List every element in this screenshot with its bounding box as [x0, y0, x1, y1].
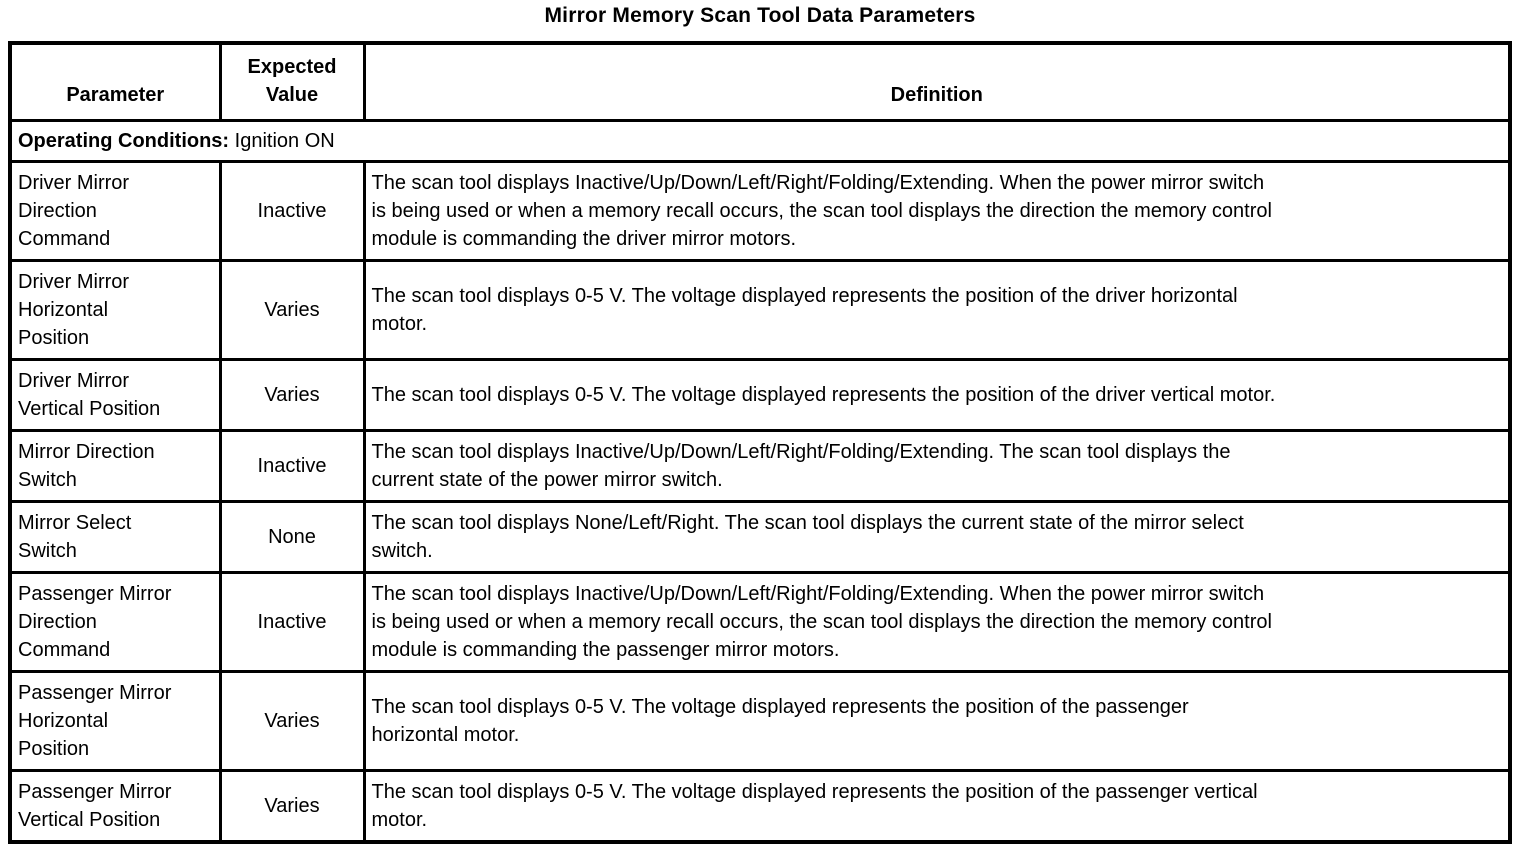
operating-conditions-value: Ignition ON [234, 130, 335, 152]
parameter-cell: Driver Mirror Vertical Position [8, 358, 222, 432]
operating-conditions-cell: Operating Conditions: Ignition ON [8, 119, 1512, 163]
definition-cell: The scan tool displays 0-5 V. The voltag… [362, 358, 1512, 432]
expected-value-cell: Inactive [218, 160, 366, 262]
parameter-cell: Driver Mirror Horizontal Position [8, 259, 222, 361]
header-definition: Definition [362, 41, 1512, 122]
table-row: Passenger Mirror Vertical Position Varie… [8, 769, 1512, 844]
parameter-cell: Passenger Mirror Direction Command [8, 571, 222, 673]
table-row: Passenger Mirror Direction Command Inact… [8, 571, 1512, 673]
definition-cell: The scan tool displays 0-5 V. The voltag… [362, 670, 1512, 772]
expected-value-cell: Inactive [218, 429, 366, 503]
expected-value-cell: Inactive [218, 571, 366, 673]
table-row: Mirror Select Switch None The scan tool … [8, 500, 1512, 574]
definition-cell: The scan tool displays Inactive/Up/Down/… [362, 571, 1512, 673]
parameter-cell: Driver Mirror Direction Command [8, 160, 222, 262]
parameter-cell: Passenger Mirror Horizontal Position [8, 670, 222, 772]
expected-value-cell: Varies [218, 769, 366, 844]
definition-cell: The scan tool displays Inactive/Up/Down/… [362, 160, 1512, 262]
table-row: Driver Mirror Vertical Position Varies T… [8, 358, 1512, 432]
page-title: Mirror Memory Scan Tool Data Parameters [544, 4, 976, 27]
expected-value-cell: Varies [218, 259, 366, 361]
table-row: Passenger Mirror Horizontal Position Var… [8, 670, 1512, 772]
definition-cell: The scan tool displays 0-5 V. The voltag… [362, 769, 1512, 844]
definition-cell: The scan tool displays None/Left/Right. … [362, 500, 1512, 574]
header-parameter: Parameter [8, 41, 222, 122]
definition-cell: The scan tool displays 0-5 V. The voltag… [362, 259, 1512, 361]
definition-cell: The scan tool displays Inactive/Up/Down/… [362, 429, 1512, 503]
header-row: Parameter Expected Value Definition [8, 41, 1512, 122]
table-row: Driver Mirror Direction Command Inactive… [8, 160, 1512, 262]
table-row: Driver Mirror Horizontal Position Varies… [8, 259, 1512, 361]
expected-value-cell: Varies [218, 670, 366, 772]
operating-conditions-label: Operating Conditions: [18, 130, 230, 152]
operating-conditions-row: Operating Conditions: Ignition ON [8, 119, 1512, 163]
table-row: Mirror Direction Switch Inactive The sca… [8, 429, 1512, 503]
expected-value-cell: None [218, 500, 366, 574]
parameters-table: Parameter Expected Value Definition Oper… [8, 41, 1512, 844]
header-expected-value: Expected Value [218, 41, 366, 122]
parameter-cell: Mirror Select Switch [8, 500, 222, 574]
parameter-cell: Mirror Direction Switch [8, 429, 222, 503]
parameter-cell: Passenger Mirror Vertical Position [8, 769, 222, 844]
expected-value-cell: Varies [218, 358, 366, 432]
